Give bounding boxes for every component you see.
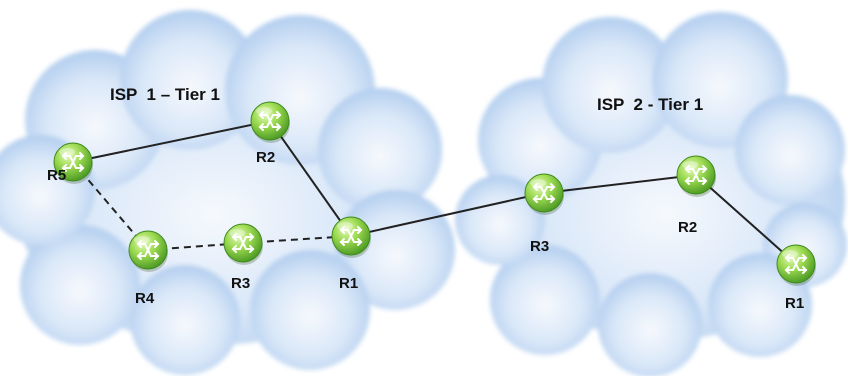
router-isp2-r3[interactable] [524, 173, 564, 215]
cloud-isp2 [455, 12, 847, 376]
router-label-isp1-r3: R3 [231, 275, 250, 292]
router-layer [53, 101, 816, 286]
router-isp1-r5[interactable] [53, 142, 93, 184]
router-label-isp1-r2: R2 [256, 149, 275, 166]
router-icon [339, 226, 363, 246]
router-label-layer: R5 R2 R4 R3 R1 R3 R2 R1 [47, 149, 804, 312]
router-icon [136, 240, 160, 260]
cloud-isp1 [0, 10, 455, 375]
router-label-isp1-r1: R1 [339, 275, 358, 292]
router-icon [231, 233, 255, 253]
router-icon [784, 254, 808, 274]
router-icon [61, 152, 85, 172]
router-isp2-r1[interactable] [776, 244, 816, 286]
cloud-label-isp1: ISP 1 – Tier 1 [110, 85, 220, 104]
router-label-isp2-r3: R3 [530, 238, 549, 255]
cloud-label-isp2: ISP 2 - Tier 1 [597, 95, 703, 114]
router-label-isp2-r2: R2 [678, 219, 697, 236]
router-icon [532, 183, 556, 203]
router-icon [258, 111, 282, 131]
link-isp1-r5-isp1-r2 [72, 120, 271, 163]
link-isp2-r2-isp2-r1 [695, 174, 797, 265]
router-isp1-r3[interactable] [223, 223, 263, 265]
link-isp2-r3-isp2-r2 [543, 174, 697, 194]
router-isp2-r2[interactable] [676, 155, 716, 197]
router-label-isp2-r1: R1 [785, 295, 804, 312]
link-isp1-r2-isp1-r1 [269, 120, 352, 237]
router-isp1-r2[interactable] [250, 101, 290, 143]
router-isp1-r4[interactable] [128, 230, 168, 272]
router-isp1-r1[interactable] [331, 216, 371, 258]
router-icon [684, 165, 708, 185]
link-isp1-r1-isp2-r3 [350, 192, 545, 237]
router-label-isp1-r5: R5 [47, 167, 66, 184]
router-label-isp1-r4: R4 [135, 290, 155, 307]
